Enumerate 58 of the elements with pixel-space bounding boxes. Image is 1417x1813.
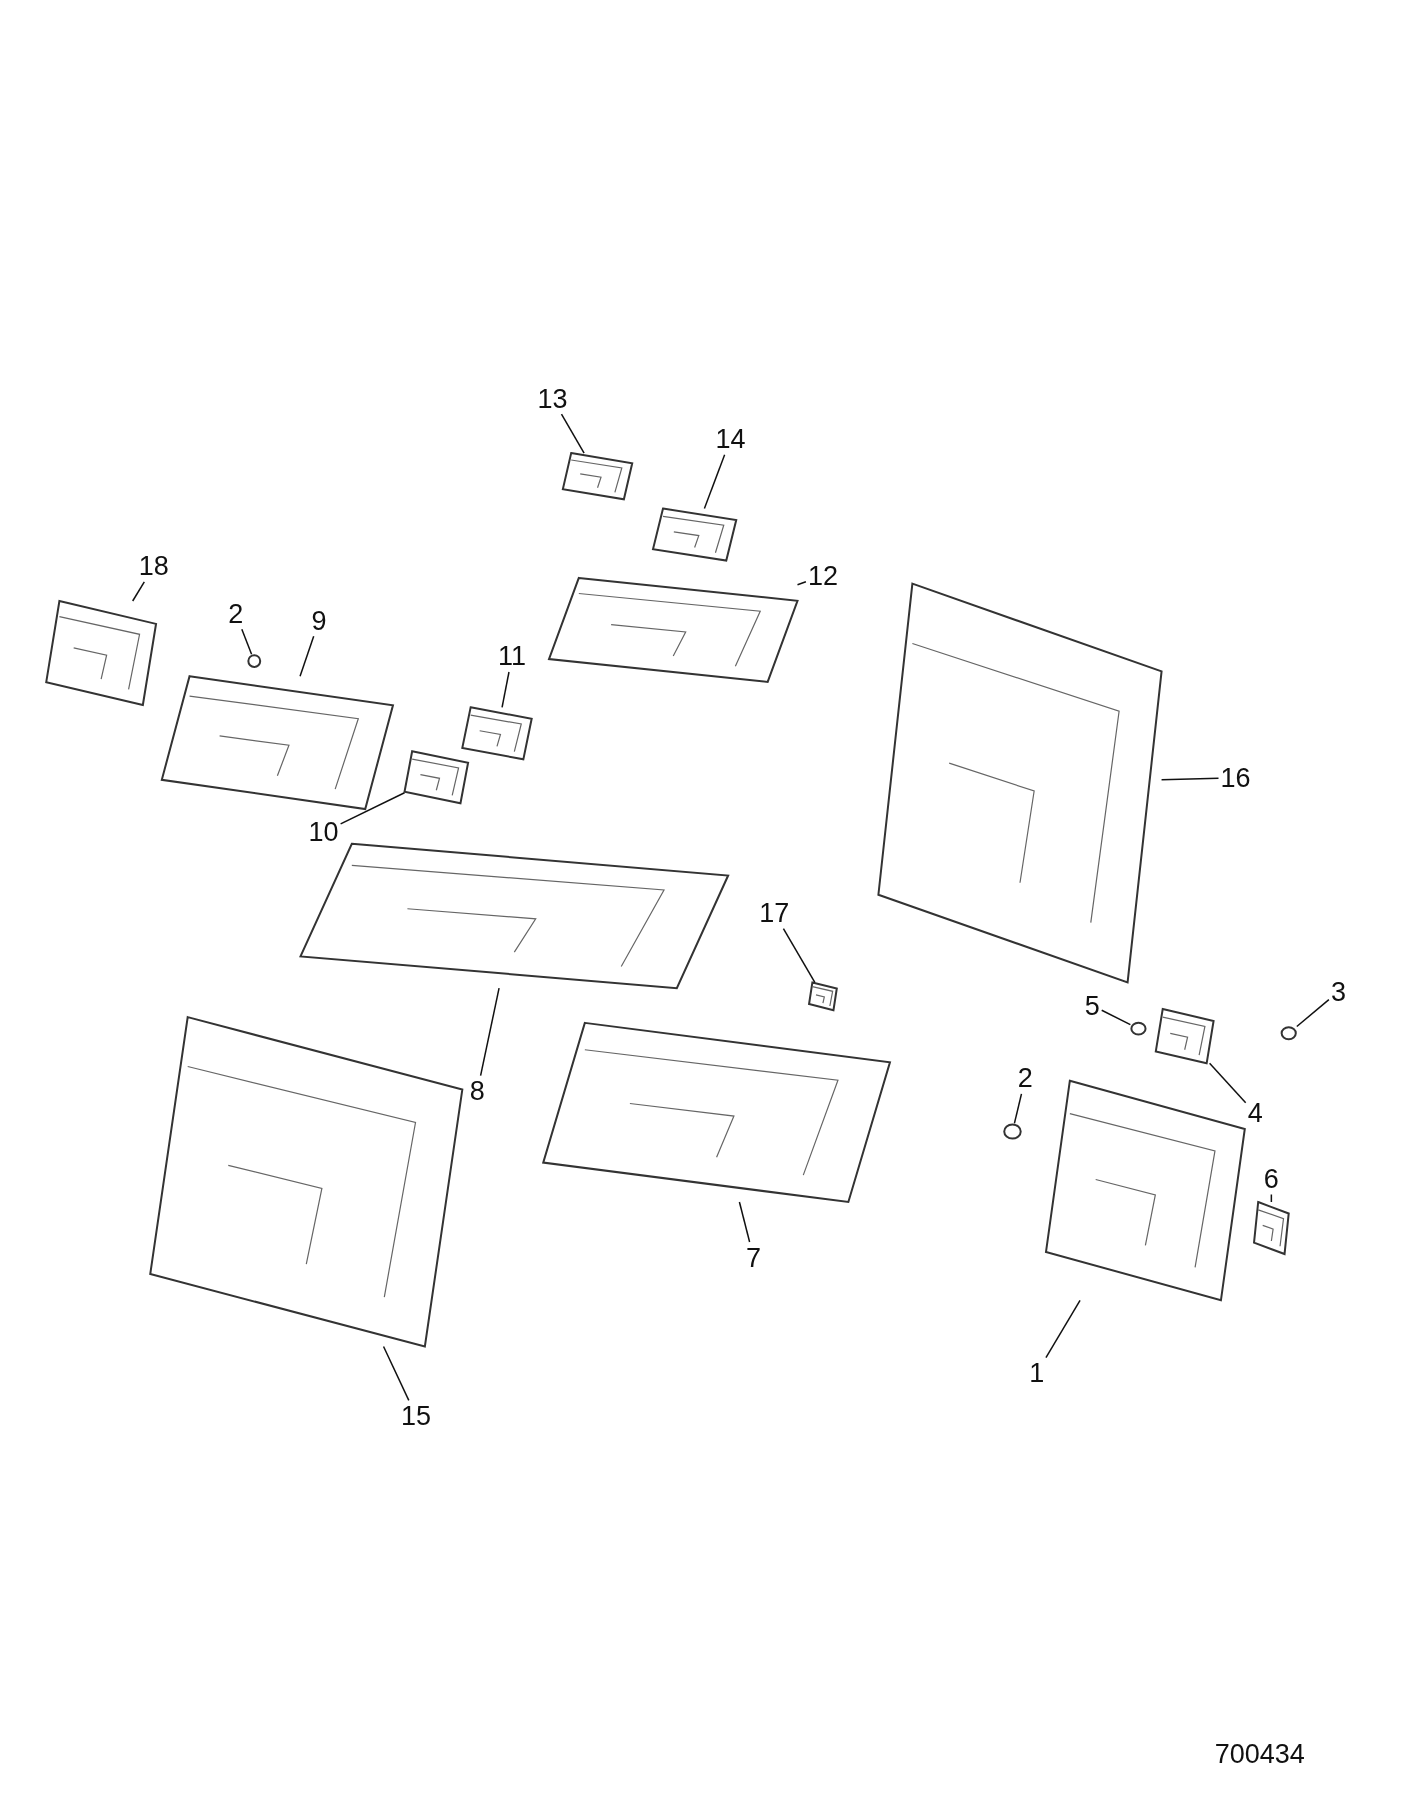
callout-number: 2 [228, 600, 244, 628]
seat-cap-drawing [561, 451, 634, 501]
leader-line [501, 671, 510, 709]
callout-number: 7 [746, 1244, 762, 1271]
leader-line [738, 1201, 751, 1243]
screw-drawing [247, 654, 262, 669]
screw-drawing [1003, 1123, 1022, 1140]
grommet-drawing [807, 981, 838, 1012]
leader-line [1045, 1299, 1081, 1359]
floor-panel-drawing [1044, 1079, 1246, 1302]
callout-number: 13 [537, 385, 568, 413]
callout-number: 18 [138, 552, 169, 580]
leader-line [1296, 998, 1330, 1028]
console-drawing [547, 576, 799, 683]
callout-number: 4 [1247, 1099, 1263, 1127]
screw-drawing [1280, 1026, 1297, 1041]
cover-panel-drawing [45, 599, 158, 707]
leader-line [299, 635, 315, 677]
callout-number: 15 [401, 1402, 432, 1430]
rear-panel-drawing [160, 675, 395, 811]
callout-number: 17 [759, 899, 790, 927]
callout-number: 11 [498, 643, 526, 670]
seal-strip-drawing [1154, 1007, 1215, 1065]
leader-line [131, 581, 146, 602]
leader-line [1208, 1062, 1247, 1104]
side-panel-drawing [877, 582, 1163, 984]
center-tray-drawing [299, 842, 730, 990]
leader-line [1013, 1093, 1023, 1125]
leader-line [1160, 777, 1220, 781]
callout-number: 2 [1017, 1064, 1033, 1092]
callout-number: 12 [807, 562, 838, 590]
callout-number: 6 [1263, 1165, 1279, 1193]
screw-drawing [1130, 1021, 1147, 1036]
leader-line [1101, 1009, 1132, 1026]
leader-line [339, 792, 406, 825]
access-door-drawing [403, 750, 470, 805]
leader-line [479, 987, 500, 1077]
callout-number: 16 [1220, 764, 1251, 792]
leader-line [782, 927, 816, 984]
shift-boot-drawing [651, 507, 738, 562]
leader-line [703, 453, 726, 510]
access-cover-drawing [461, 706, 533, 761]
bracket-drawing [1252, 1200, 1290, 1256]
leader-line [560, 413, 585, 454]
callout-number: 8 [469, 1077, 485, 1105]
callout-number: 9 [311, 607, 327, 635]
callout-number: 5 [1084, 992, 1100, 1020]
floor-tub-drawing [541, 1021, 892, 1204]
callout-number: 1 [1029, 1359, 1045, 1387]
callout-number: 14 [715, 425, 746, 453]
leader-line [796, 581, 807, 586]
callout-number: 10 [308, 818, 339, 846]
side-panel-drawing [149, 1015, 464, 1348]
callout-number: 3 [1330, 978, 1346, 1006]
leader-line [241, 628, 253, 655]
drawing-number: 700434 [1214, 1741, 1305, 1768]
leader-line [382, 1345, 410, 1402]
leader-line [1270, 1193, 1273, 1203]
